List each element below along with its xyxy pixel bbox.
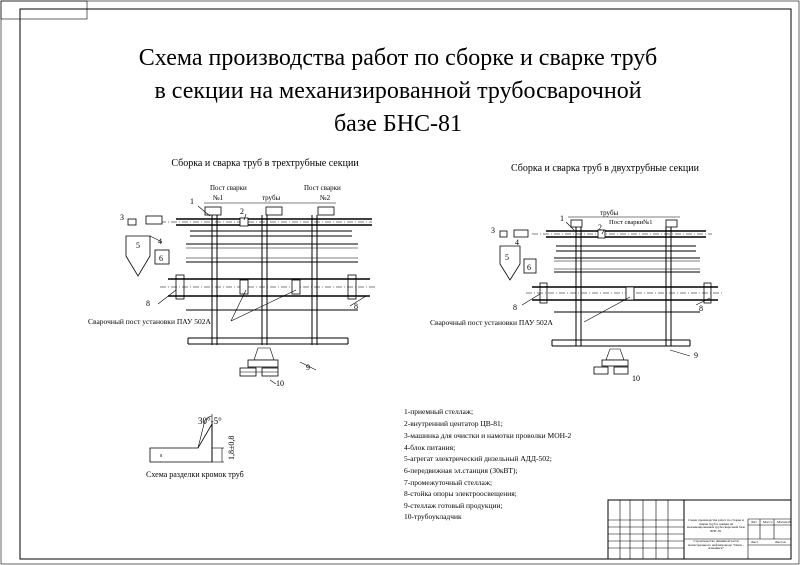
right-power-block (513, 229, 529, 238)
left-post2-label: Пост сварки (304, 184, 341, 192)
svg-text:5: 5 (505, 253, 509, 262)
svg-text:8: 8 (354, 302, 358, 311)
right-centrator (597, 229, 606, 239)
edge-angle-label: 30°-5° (198, 416, 222, 426)
left-post1-number: №1 (213, 194, 224, 202)
title-block-mass: Масса (763, 520, 773, 524)
edge-preparation-detail: 30°-5° 1,8±0,8 s Схема разделки кромок т… (146, 414, 244, 479)
edge-detail-caption: Схема разделки кромок труб (146, 470, 244, 479)
legend: 1-приемный стеллаж; 2-внутренний центато… (404, 407, 572, 521)
svg-text:8: 8 (146, 299, 150, 308)
left-welding-post-label: Сварочный пост установки ПАУ 502А (88, 317, 211, 326)
svg-text:6: 6 (159, 254, 163, 263)
left-scheme: Сборка и сварка труб в трехтрубные секци… (88, 158, 376, 388)
left-pau-post-2 (291, 279, 301, 295)
svg-text:10: 10 (276, 379, 284, 388)
left-callouts: 1 2 3 4 5 6 8 8 9 10 (120, 197, 358, 388)
stamp-top-left (0, 0, 88, 20)
right-weld-post-1 (570, 219, 583, 228)
left-pipes-label: трубы (262, 194, 281, 202)
left-power-block (145, 215, 163, 225)
left-weld-post-1 (204, 206, 222, 216)
legend-item: 6-передвижная эл.станция (30кВТ); (404, 466, 518, 475)
legend-item: 7-промежуточный стеллаж; (404, 478, 492, 487)
right-callouts: 1 2 3 4 5 6 8 8 9 10 (491, 214, 703, 383)
right-power-station (523, 258, 537, 274)
right-post-label: Пост сварки№1 (609, 219, 653, 226)
legend-item: 1-приемный стеллаж; (404, 407, 473, 416)
right-pipelayer (593, 348, 629, 375)
right-weld-post-2 (665, 219, 678, 228)
edge-thickness-label: s (160, 453, 163, 459)
right-scheme-heading: Сборка и сварка труб в двухтрубные секци… (511, 163, 700, 174)
svg-text:1: 1 (560, 214, 564, 223)
title-block-organization: Строительство линейной части магистральн… (688, 540, 744, 551)
title-block-sheets: Листов (775, 540, 786, 544)
legend-item: 8-стойка опоры электроосвещения; (404, 489, 517, 498)
legend-item: 2-внутренний центатор ЦВ-81; (404, 419, 503, 428)
left-post1-label: Пост сварки (210, 184, 247, 192)
left-cleaning-machine (127, 218, 137, 226)
right-diesel-unit (499, 245, 521, 281)
legend-item: 3-машинка для очистки и намотки проволки… (404, 431, 572, 440)
edge-root-face-label: 1,8±0,8 (227, 436, 236, 460)
svg-text:8: 8 (513, 303, 517, 312)
svg-text:10: 10 (632, 374, 640, 383)
svg-text:2: 2 (598, 223, 602, 232)
svg-text:3: 3 (120, 213, 124, 222)
left-diesel-unit (125, 235, 151, 277)
svg-text:1: 1 (190, 197, 194, 206)
left-scheme-heading: Сборка и сварка труб в трехтрубные секци… (171, 158, 359, 169)
title-block-scale: Масштаб (777, 520, 791, 524)
svg-text:2: 2 (240, 207, 244, 216)
svg-text:4: 4 (515, 238, 519, 247)
svg-text:9: 9 (306, 363, 310, 372)
svg-text:9: 9 (694, 351, 698, 360)
left-centrator (239, 217, 249, 227)
right-welding-post-label: Сварочный пост установки ПАУ 502А (430, 318, 553, 327)
left-pau-post-1 (239, 279, 249, 295)
left-weld-post-middle (265, 206, 283, 216)
svg-text:4: 4 (158, 237, 162, 246)
left-pipelayer (239, 347, 279, 377)
title-line-2: в секции на механизированной трубосвароч… (154, 78, 641, 104)
right-scheme: Сборка и сварка труб в двухтрубные секци… (430, 163, 724, 383)
title-block-stage: Лит. (751, 520, 758, 524)
legend-item: 9-стеллаж готовый продукции; (404, 501, 503, 510)
left-power-station (154, 249, 170, 265)
drawing-title: Схема производства работ по сборке и сва… (139, 45, 657, 137)
right-cleaning-machine (499, 230, 508, 238)
svg-text:5: 5 (136, 241, 140, 250)
title-block: Схема производства работ по сборке и сва… (607, 499, 792, 560)
left-weld-post-2 (317, 206, 335, 216)
svg-text:8: 8 (699, 304, 703, 313)
legend-item: 4-блок питания; (404, 443, 455, 452)
svg-text:6: 6 (527, 263, 531, 272)
title-block-description: Схема производства работ по сборке и сва… (686, 519, 746, 533)
left-post2-number: №2 (320, 194, 331, 202)
legend-item: 5-агрегат электрический дизельный АДД-50… (404, 454, 552, 463)
svg-text:3: 3 (491, 226, 495, 235)
right-pipes-label: трубы (600, 209, 619, 217)
title-block-sheet: Лист (751, 540, 759, 544)
title-line-3: базе БНС-81 (334, 111, 462, 137)
title-line-1: Схема производства работ по сборке и сва… (139, 45, 657, 71)
legend-item: 10-трубоукладчик (404, 512, 462, 521)
inner-frame (19, 8, 792, 560)
right-pau-post (625, 286, 635, 301)
